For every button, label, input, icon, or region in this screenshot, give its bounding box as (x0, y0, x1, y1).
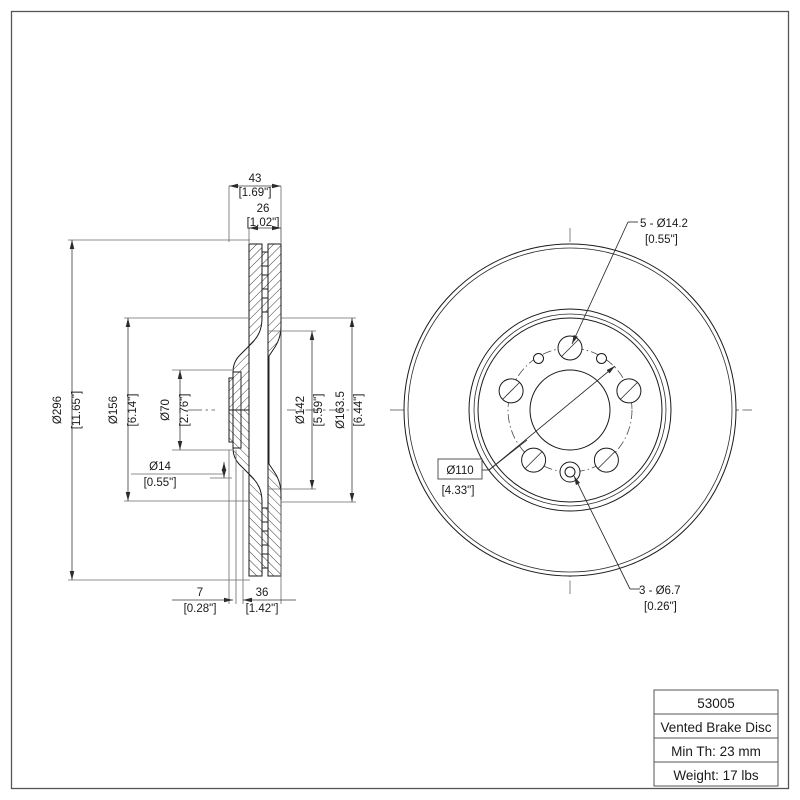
title-block-min-thickness: Min Th: 23 mm (671, 744, 761, 759)
title-block-weight: Weight: 17 lbs (673, 768, 759, 783)
dim-43-imperial: [1.69"] (239, 187, 272, 199)
callout-bolt-circle-box (437, 458, 483, 480)
drawing-frame (10, 10, 790, 790)
dim-7-metric: 7 (197, 587, 203, 599)
dim-43-metric: 43 (249, 173, 262, 185)
section-lower-half (228, 409, 282, 577)
leader-lug-holes (571, 221, 629, 345)
dim-156-metric: Ø156 (108, 396, 120, 424)
lug-hole-3 (593, 447, 619, 473)
face-lug-holes (498, 335, 642, 473)
lug-hole-5 (498, 378, 524, 404)
section-vent-rib-upper-1 (261, 251, 269, 267)
face-outer-disc-circle (403, 243, 737, 577)
dim-1635-metric: Ø163.5 (335, 391, 347, 429)
section-hat-wall-lower (232, 409, 242, 449)
title-block-part-number: 53005 (697, 696, 735, 711)
dim-14-imperial: [0.55"] (144, 477, 177, 489)
dim-142-metric: Ø142 (295, 396, 307, 424)
section-hat-wall-upper (232, 371, 242, 411)
section-dimensions: 43 [1.69"] 26 [1.02"] Ø296 [11.65"] Ø156… (52, 173, 365, 615)
face-friction-outer-ring (407, 247, 733, 573)
section-vent-rib-lower-1 (261, 553, 269, 569)
section-vent-rib-lower-2 (261, 530, 269, 546)
section-inboard-plate-lower (232, 409, 263, 577)
face-callouts: 5 - Ø14.2 [0.55"] 3 - Ø6.7 [0.26"] Ø110 … (437, 218, 688, 613)
dim-26-metric: 26 (257, 203, 270, 215)
section-vent-rib-upper-2 (261, 274, 269, 290)
callout-small-line2: [0.26"] (644, 601, 677, 613)
dim-296-imperial: [11.65"] (71, 391, 83, 429)
leader-bolt-circle-2 (488, 439, 528, 471)
small-hole-3 (559, 461, 581, 483)
face-bolt-circle (507, 347, 633, 473)
small-hole-1 (596, 353, 607, 364)
dim-1635-imperial: [6.44"] (353, 394, 365, 427)
dim-296-metric: Ø296 (52, 396, 64, 424)
face-hat-step-ring (477, 317, 663, 503)
callout-bolt-circle-value: Ø110 (446, 465, 473, 477)
leader-small-holes (573, 475, 631, 590)
section-profile-final (215, 238, 287, 584)
dim-156-imperial: [6.14"] (127, 394, 139, 427)
section-mount-flange-upper (228, 377, 234, 411)
small-hole-2 (533, 353, 544, 364)
dim-142-imperial: [5.59"] (313, 394, 325, 427)
leader-bolt-circle (488, 365, 616, 471)
section-vent-rib-upper-3 (261, 297, 269, 313)
callout-lug-line2: [0.55"] (645, 234, 678, 246)
face-center-bore (529, 369, 611, 451)
dim-14-metric: Ø14 (149, 461, 171, 473)
dim-36-metric: 36 (256, 587, 269, 599)
face-hat-inner-ring (473, 313, 667, 507)
dim-7-imperial: [0.28"] (184, 603, 217, 615)
lug-hole-4 (521, 447, 547, 473)
dim-70-imperial: [2.76"] (179, 394, 191, 427)
dim-36-imperial: [1.42"] (246, 603, 279, 615)
callout-small-line1: 3 - Ø6.7 (639, 585, 681, 597)
face-hat-outer-ring (468, 308, 672, 512)
callout-lug-line1: 5 - Ø14.2 (640, 218, 688, 230)
title-block-description: Vented Brake Disc (660, 720, 771, 735)
callout-bolt-circle-imperial: [4.33"] (442, 485, 475, 497)
title-block: 53005 Vented Brake Disc Min Th: 23 mm We… (653, 689, 779, 787)
section-vent-rib-lower-3 (261, 507, 269, 523)
cross-section-side-view (188, 238, 352, 584)
lug-hole-2 (616, 378, 642, 404)
dim-26-imperial: [1.02"] (247, 217, 280, 229)
dim-70-metric: Ø70 (160, 399, 172, 421)
front-face-view (390, 228, 752, 594)
lug-hole-1 (557, 335, 583, 361)
section-mount-flange-lower (228, 409, 234, 443)
section-inboard-plate-upper (232, 243, 263, 411)
